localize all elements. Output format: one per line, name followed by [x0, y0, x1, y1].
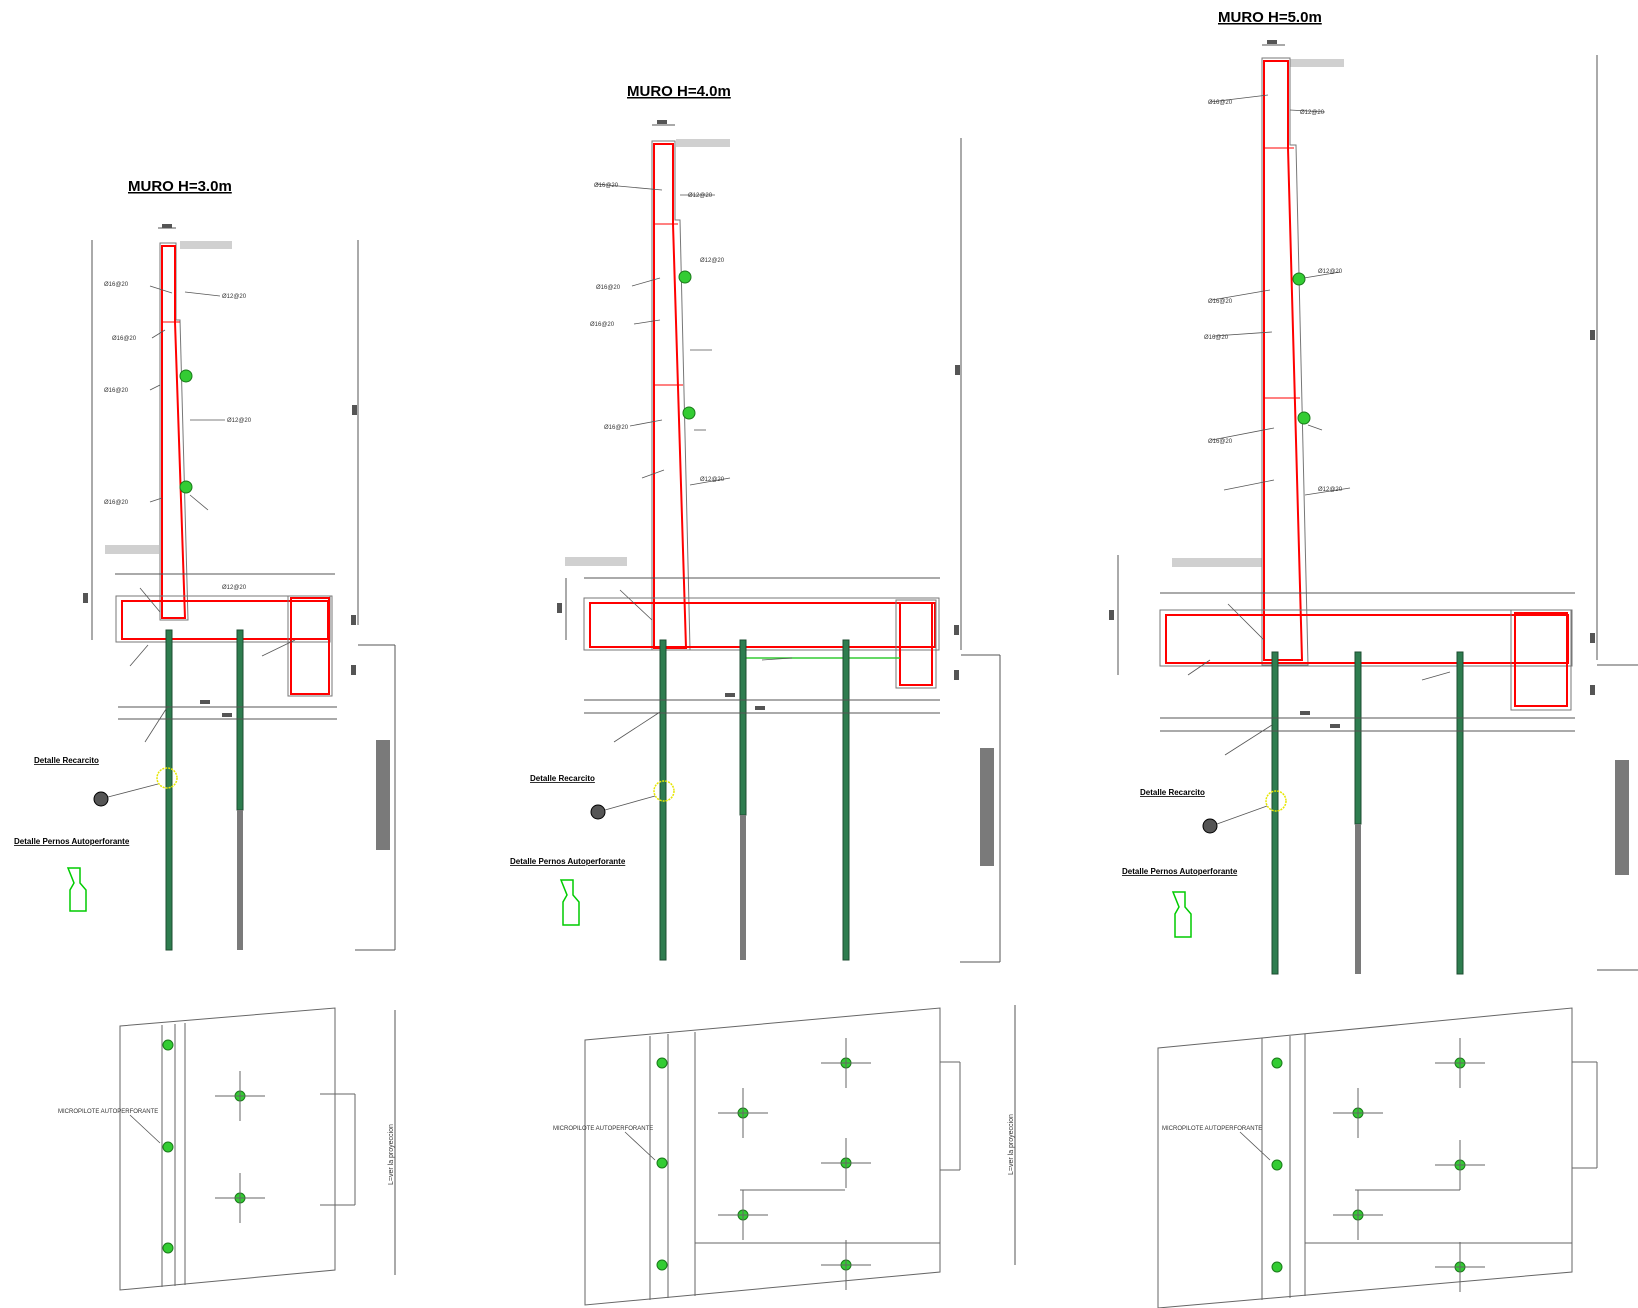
- rebar-note: Ø12@20: [222, 294, 247, 300]
- wall-stem-rebar: [161, 245, 187, 619]
- rebar-note: Ø12@20: [222, 585, 247, 591]
- detail-title: Detalle Pernos Autoperforante: [510, 857, 626, 866]
- detail-title: Detalle Pernos Autoperforante: [1122, 867, 1238, 876]
- pile: [842, 639, 850, 961]
- plan-view: [119, 1007, 336, 1291]
- rebar-note: Ø12@20: [227, 418, 252, 424]
- heel-key: [290, 597, 330, 695]
- pile: [165, 629, 173, 951]
- rebar-note: Ø12@20: [700, 477, 725, 483]
- anchor-detail: [559, 879, 580, 926]
- footing-rebar: [121, 600, 329, 640]
- rebar-note: Ø12@20: [1318, 487, 1343, 493]
- section-muro-h5: MURO H=5.0m: [1109, 9, 1638, 1308]
- section-title: MURO H=3.0m: [128, 178, 232, 195]
- wall-stem-outline: [1261, 57, 1309, 666]
- footing-outline: [115, 595, 331, 643]
- section-title: MURO H=5.0m: [1218, 9, 1322, 26]
- plan-view: [584, 1007, 941, 1306]
- footing-rebar: [1165, 614, 1569, 664]
- section-title: MURO H=4.0m: [627, 83, 731, 100]
- rebar-note: Ø16@20: [104, 388, 129, 394]
- anchor-detail: [66, 867, 87, 912]
- plan-note: MICROPILOTE AUTOPERFORANTE: [58, 1109, 158, 1115]
- pile: [236, 629, 244, 811]
- section-muro-h4: MURO H=4.0m: [510, 83, 1016, 1306]
- anchor-detail: [1171, 891, 1192, 938]
- footing-outline: [583, 597, 940, 651]
- pile: [1456, 651, 1464, 975]
- wall-stem-rebar: [653, 143, 688, 649]
- rebar-note: Ø12@20: [1318, 269, 1343, 275]
- plan-note: MICROPILOTE AUTOPERFORANTE: [553, 1126, 653, 1132]
- footing-outline: [1159, 609, 1573, 667]
- detail-title: Detalle Recarcito: [1140, 788, 1205, 797]
- rebar-note: Ø16@20: [596, 285, 621, 291]
- rebar-note: Ø16@20: [104, 500, 129, 506]
- rebar-note: Ø16@20: [104, 282, 129, 288]
- plan-note: MICROPILOTE AUTOPERFORANTE: [1162, 1126, 1262, 1132]
- rebar-note: Ø16@20: [604, 425, 629, 431]
- plan-view: [1157, 1007, 1573, 1308]
- pile: [739, 639, 747, 816]
- rebar-note: Ø12@20: [700, 258, 725, 264]
- rebar-note: Ø16@20: [1208, 439, 1233, 445]
- rebar-note: Ø16@20: [590, 322, 615, 328]
- detail-title: Detalle Pernos Autoperforante: [14, 837, 130, 846]
- heel-key: [899, 602, 933, 686]
- detail-title: Detalle Recarcito: [34, 756, 99, 765]
- footing-rebar: [589, 602, 936, 648]
- pile: [1271, 651, 1279, 975]
- wall-stem-rebar: [1263, 60, 1304, 661]
- rebar-note: Ø16@20: [1204, 335, 1229, 341]
- plan-dim-text: L=ver la proyeccion: [1008, 1114, 1015, 1175]
- rebar-note: Ø12@20: [688, 193, 713, 199]
- rebar-note: Ø16@20: [1208, 100, 1233, 106]
- detail-title: Detalle Recarcito: [530, 774, 595, 783]
- rebar-note: Ø16@20: [112, 336, 137, 342]
- wall-stem-outline: [159, 242, 189, 621]
- rebar-note: Ø12@20: [1300, 110, 1325, 116]
- pile: [1354, 651, 1362, 825]
- rebar-note: Ø16@20: [594, 183, 619, 189]
- plan-dim-text: L=ver la proyeccion: [388, 1124, 395, 1185]
- heel-key: [1514, 612, 1568, 707]
- rebar-note: Ø16@20: [1208, 299, 1233, 305]
- section-muro-h3: MURO H=3.0m: [14, 178, 396, 1291]
